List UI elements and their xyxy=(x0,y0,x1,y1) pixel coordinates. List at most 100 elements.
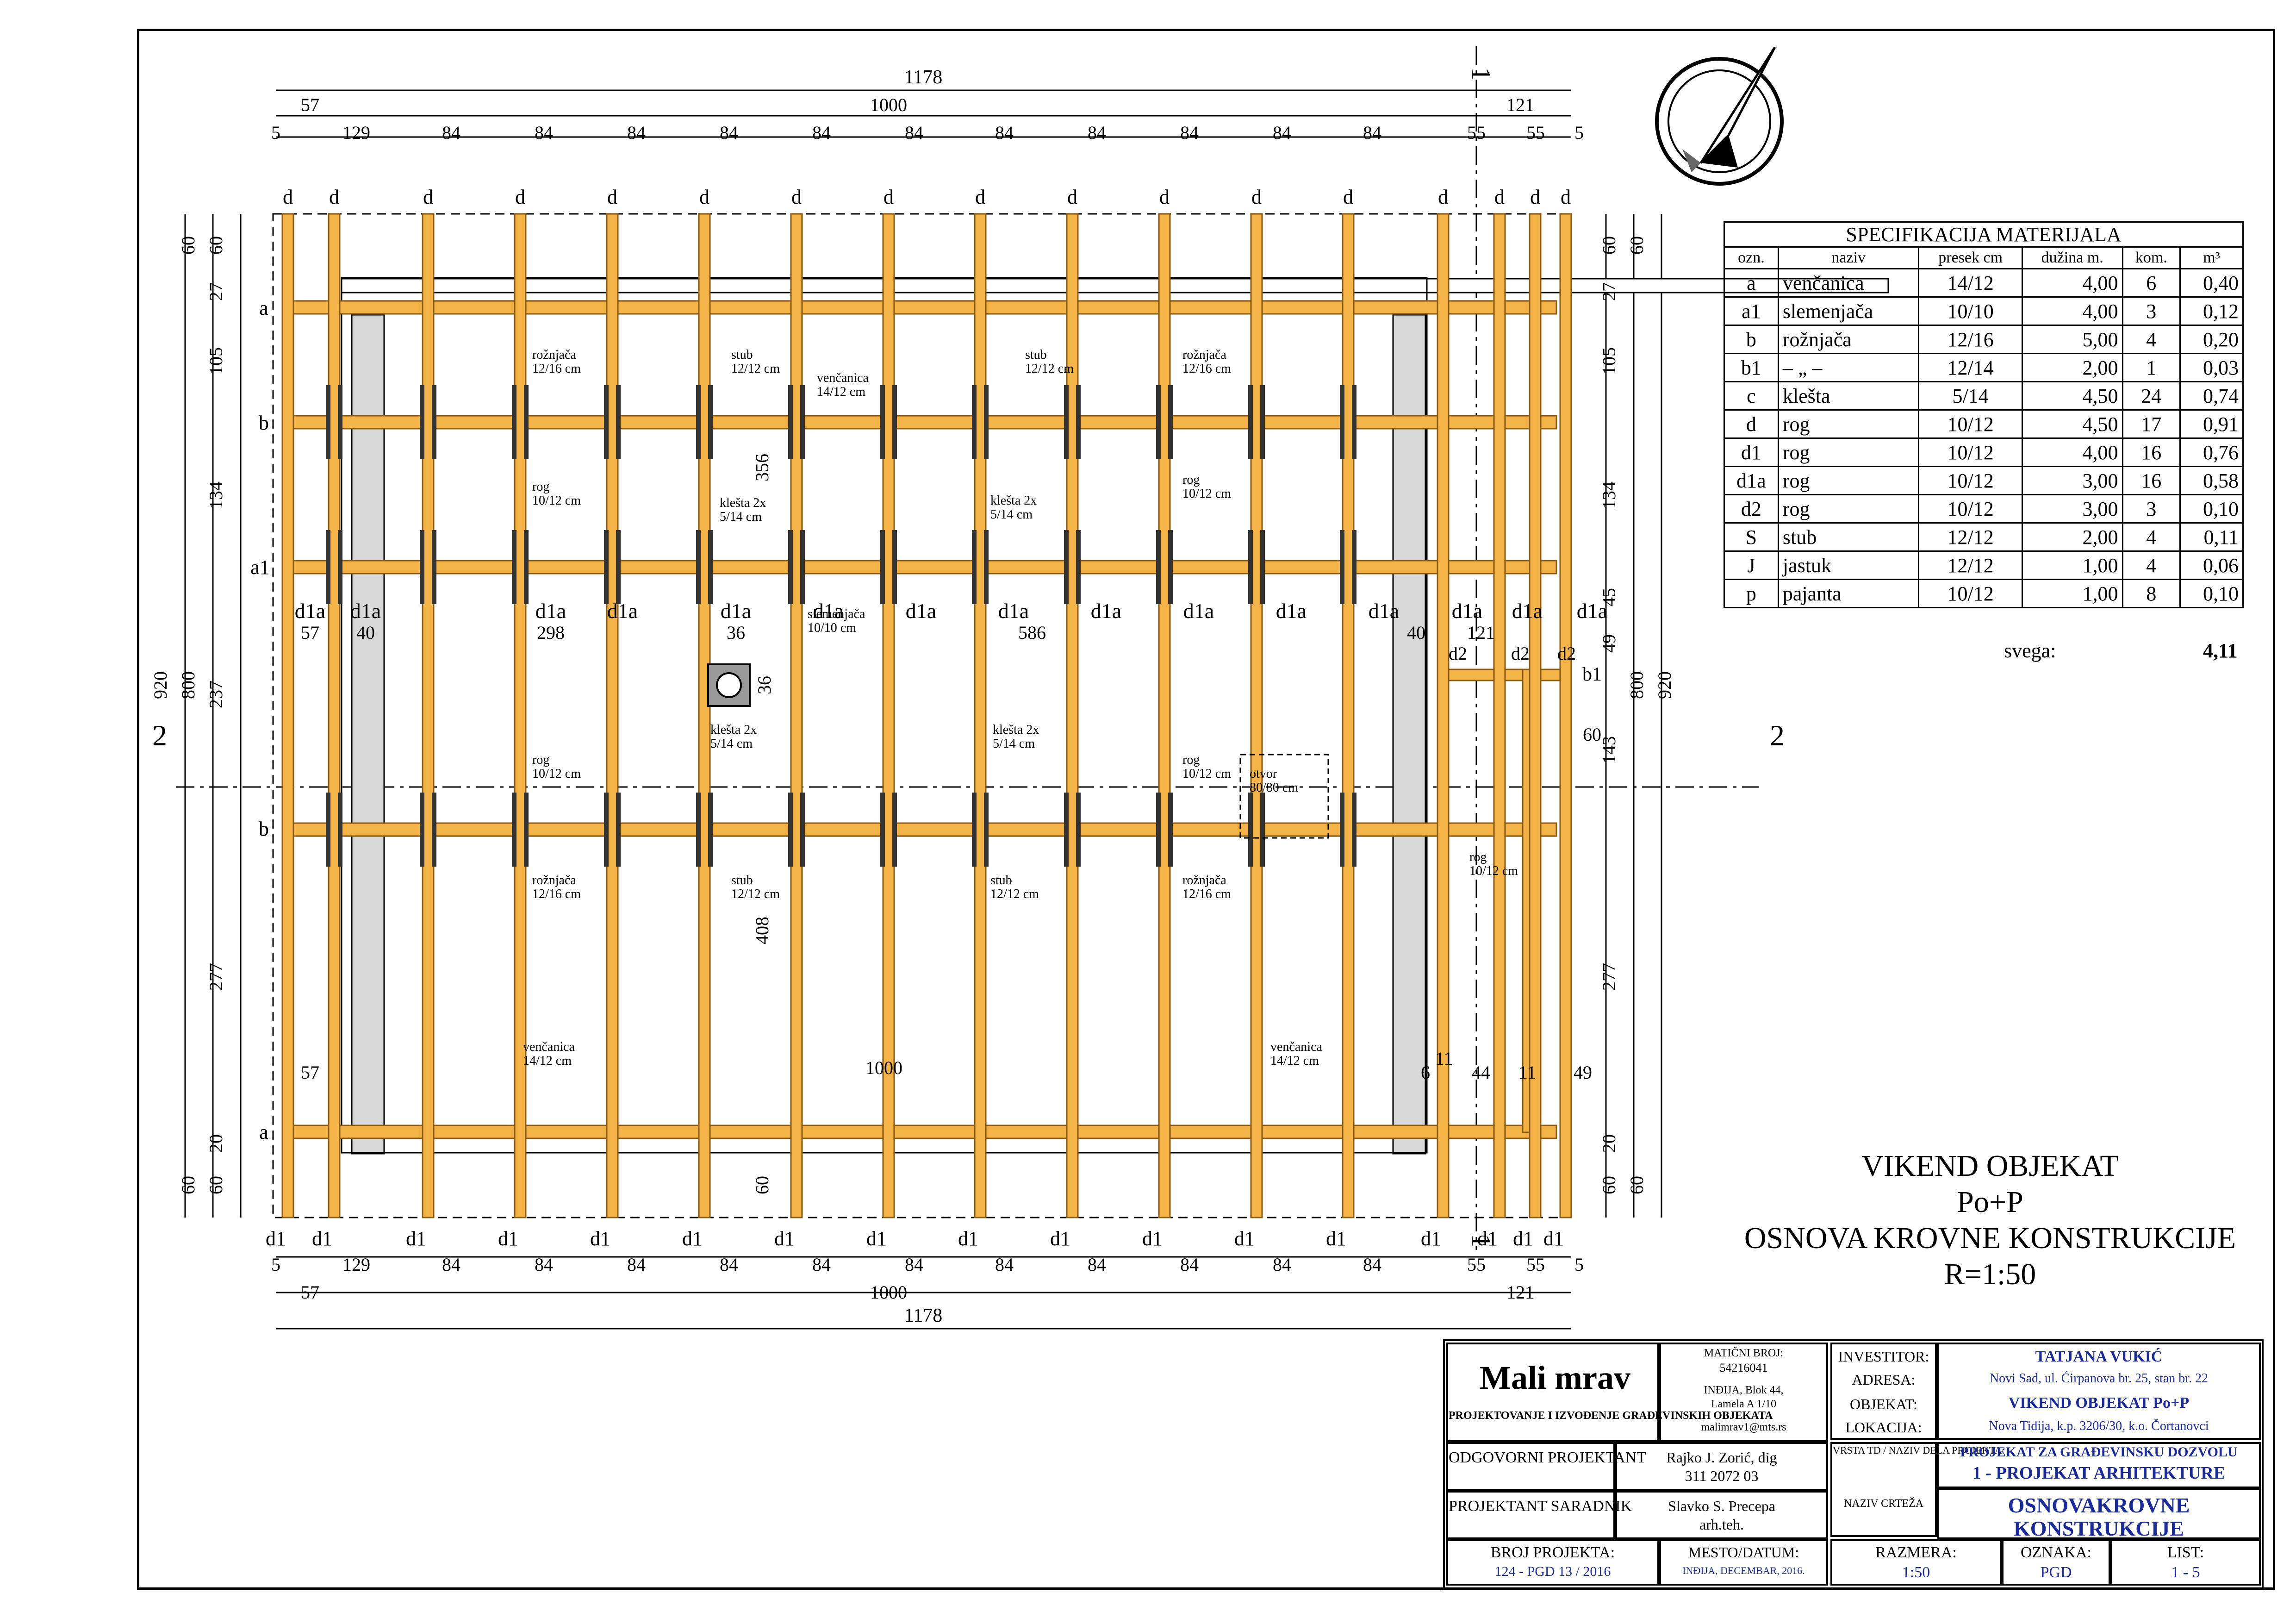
rafter-label-top: d xyxy=(1438,186,1448,208)
member-annotation: klešta 2x xyxy=(993,723,1039,737)
dim-label: 121 xyxy=(1506,94,1534,115)
beam-row-label: b xyxy=(259,412,269,434)
broj-label: BROJ PROJEKTA: xyxy=(1490,1544,1615,1561)
member-annotation: rožnjača xyxy=(532,348,576,362)
member-annotation: 14/12 cm xyxy=(817,385,865,399)
company-logo: Mali mrav xyxy=(1480,1359,1630,1396)
oznaka-box xyxy=(2002,1539,2110,1586)
spec-cell: 0,03 xyxy=(2179,353,2244,382)
spec-cell: d1 xyxy=(1724,437,1779,467)
inner-dim: 40 xyxy=(1407,622,1425,643)
member-annotation: 5/14 cm xyxy=(993,737,1035,751)
section-mark-1-bottom: 1 xyxy=(1466,1234,1496,1248)
spec-cell: 4,50 xyxy=(2021,409,2123,439)
clamp-icon xyxy=(432,530,436,604)
clamp-icon xyxy=(800,530,805,604)
member-annotation: venčanica xyxy=(523,1040,575,1054)
vertical-dim-left: 105 xyxy=(205,347,226,375)
mb-label: MATIČNI BROJ: xyxy=(1704,1347,1784,1359)
member-annotation: venčanica xyxy=(1270,1040,1322,1054)
vertical-dim-right: 277 xyxy=(1599,963,1619,991)
rafter xyxy=(1066,213,1079,1218)
lokacija-label: LOKACIJA: xyxy=(1845,1419,1922,1436)
odg-label-box xyxy=(1446,1442,1615,1491)
dim-label: 57 xyxy=(301,94,319,115)
eaves-outline xyxy=(272,213,1570,1218)
spec-cell: 12/14 xyxy=(1918,353,2023,382)
chimney-flue-icon xyxy=(716,672,742,698)
spacing-label-top: 84 xyxy=(442,122,460,143)
mesto-box xyxy=(1659,1539,1828,1586)
spec-cell: 0,20 xyxy=(2179,325,2244,354)
rafter-label-top: d xyxy=(607,186,617,208)
rafter xyxy=(882,213,895,1218)
clamp-icon xyxy=(1064,793,1069,867)
rafter-label-bottom: d1 xyxy=(958,1227,978,1250)
member-annotation: klešta 2x xyxy=(990,493,1037,508)
clamp-icon xyxy=(338,385,342,459)
spacing-label-bottom: 55 xyxy=(1467,1254,1486,1275)
rafter-d1a-label: d1a xyxy=(813,599,844,623)
rafter-label-bottom: d1 xyxy=(682,1227,703,1250)
spec-cell: 4 xyxy=(2122,325,2181,354)
clamp-icon xyxy=(1340,793,1344,867)
clamp-icon xyxy=(1248,793,1253,867)
rafter xyxy=(1559,213,1572,1218)
section-mark-1-top: 1 xyxy=(1466,67,1496,81)
inner-dim: 36 xyxy=(754,676,775,694)
rafter xyxy=(1158,213,1171,1218)
odg-num: 311 2072 03 xyxy=(1685,1468,1759,1484)
clamp-icon xyxy=(616,530,621,604)
spacing-label-bottom: 84 xyxy=(442,1254,460,1275)
clamp-icon xyxy=(1064,385,1069,459)
title-line-1: VIKEND OBJEKAT xyxy=(1861,1149,2119,1183)
vertical-dim-right: 20 xyxy=(1599,1134,1619,1153)
rafter-label-bottom: d1 xyxy=(1234,1227,1255,1250)
member-annotation: 12/12 cm xyxy=(1025,362,1074,376)
inner-dim: 121 xyxy=(1467,622,1495,643)
rafter-d1a-label: d1a xyxy=(1369,599,1399,623)
rafter xyxy=(514,213,527,1218)
spec-total-label: svega: xyxy=(2004,639,2056,662)
spacing-label-bottom: 5 xyxy=(271,1254,280,1275)
clamp-icon xyxy=(1076,385,1081,459)
rafter-label-top: d xyxy=(1561,186,1571,208)
inv-labels-box xyxy=(1830,1343,1937,1440)
spec-cell: 0,58 xyxy=(2179,466,2244,495)
clamp-icon xyxy=(708,385,713,459)
spec-cell: S xyxy=(1724,522,1779,552)
clamp-icon xyxy=(1352,530,1356,604)
clamp-icon xyxy=(788,385,793,459)
rafter-label-bottom: d1 xyxy=(498,1227,518,1250)
rafter-label-bottom: d1 xyxy=(590,1227,610,1250)
odg-name: Rajko J. Zorić, dig xyxy=(1666,1449,1777,1466)
address-1: INĐIJA, Blok 44, xyxy=(1704,1384,1784,1396)
clamp-icon xyxy=(338,530,342,604)
member-annotation: rog xyxy=(1182,473,1200,487)
dim-label: 1000 xyxy=(870,1282,907,1303)
clamp-icon xyxy=(616,385,621,459)
clamp-icon xyxy=(892,530,897,604)
spacing-label-top: 55 xyxy=(1467,122,1486,143)
horizontal-beams xyxy=(285,300,1565,1139)
spec-cell: 16 xyxy=(2122,437,2181,467)
spacing-label-bottom: 84 xyxy=(812,1254,831,1275)
clamp-icon xyxy=(1076,793,1081,867)
spec-cell: 0,76 xyxy=(2179,437,2244,467)
vrsta-box xyxy=(1937,1442,2261,1488)
spec-header: presek cm xyxy=(1918,246,2023,269)
rafter xyxy=(422,213,435,1218)
rafter-label-top: d xyxy=(283,186,293,208)
spacing-label-top: 84 xyxy=(995,122,1014,143)
adresa-label: ADRESA: xyxy=(1852,1371,1916,1388)
clamp-icon xyxy=(1248,530,1253,604)
spec-cell: 5,00 xyxy=(2021,325,2123,354)
clamp-icon xyxy=(1156,530,1161,604)
spec-header: ozn. xyxy=(1724,246,1779,269)
member-annotation: stub xyxy=(1025,348,1047,362)
member-annotation: otvor xyxy=(1250,767,1277,781)
clamp-icon xyxy=(1248,385,1253,459)
rafter-label-bottom: d1 xyxy=(266,1227,286,1250)
